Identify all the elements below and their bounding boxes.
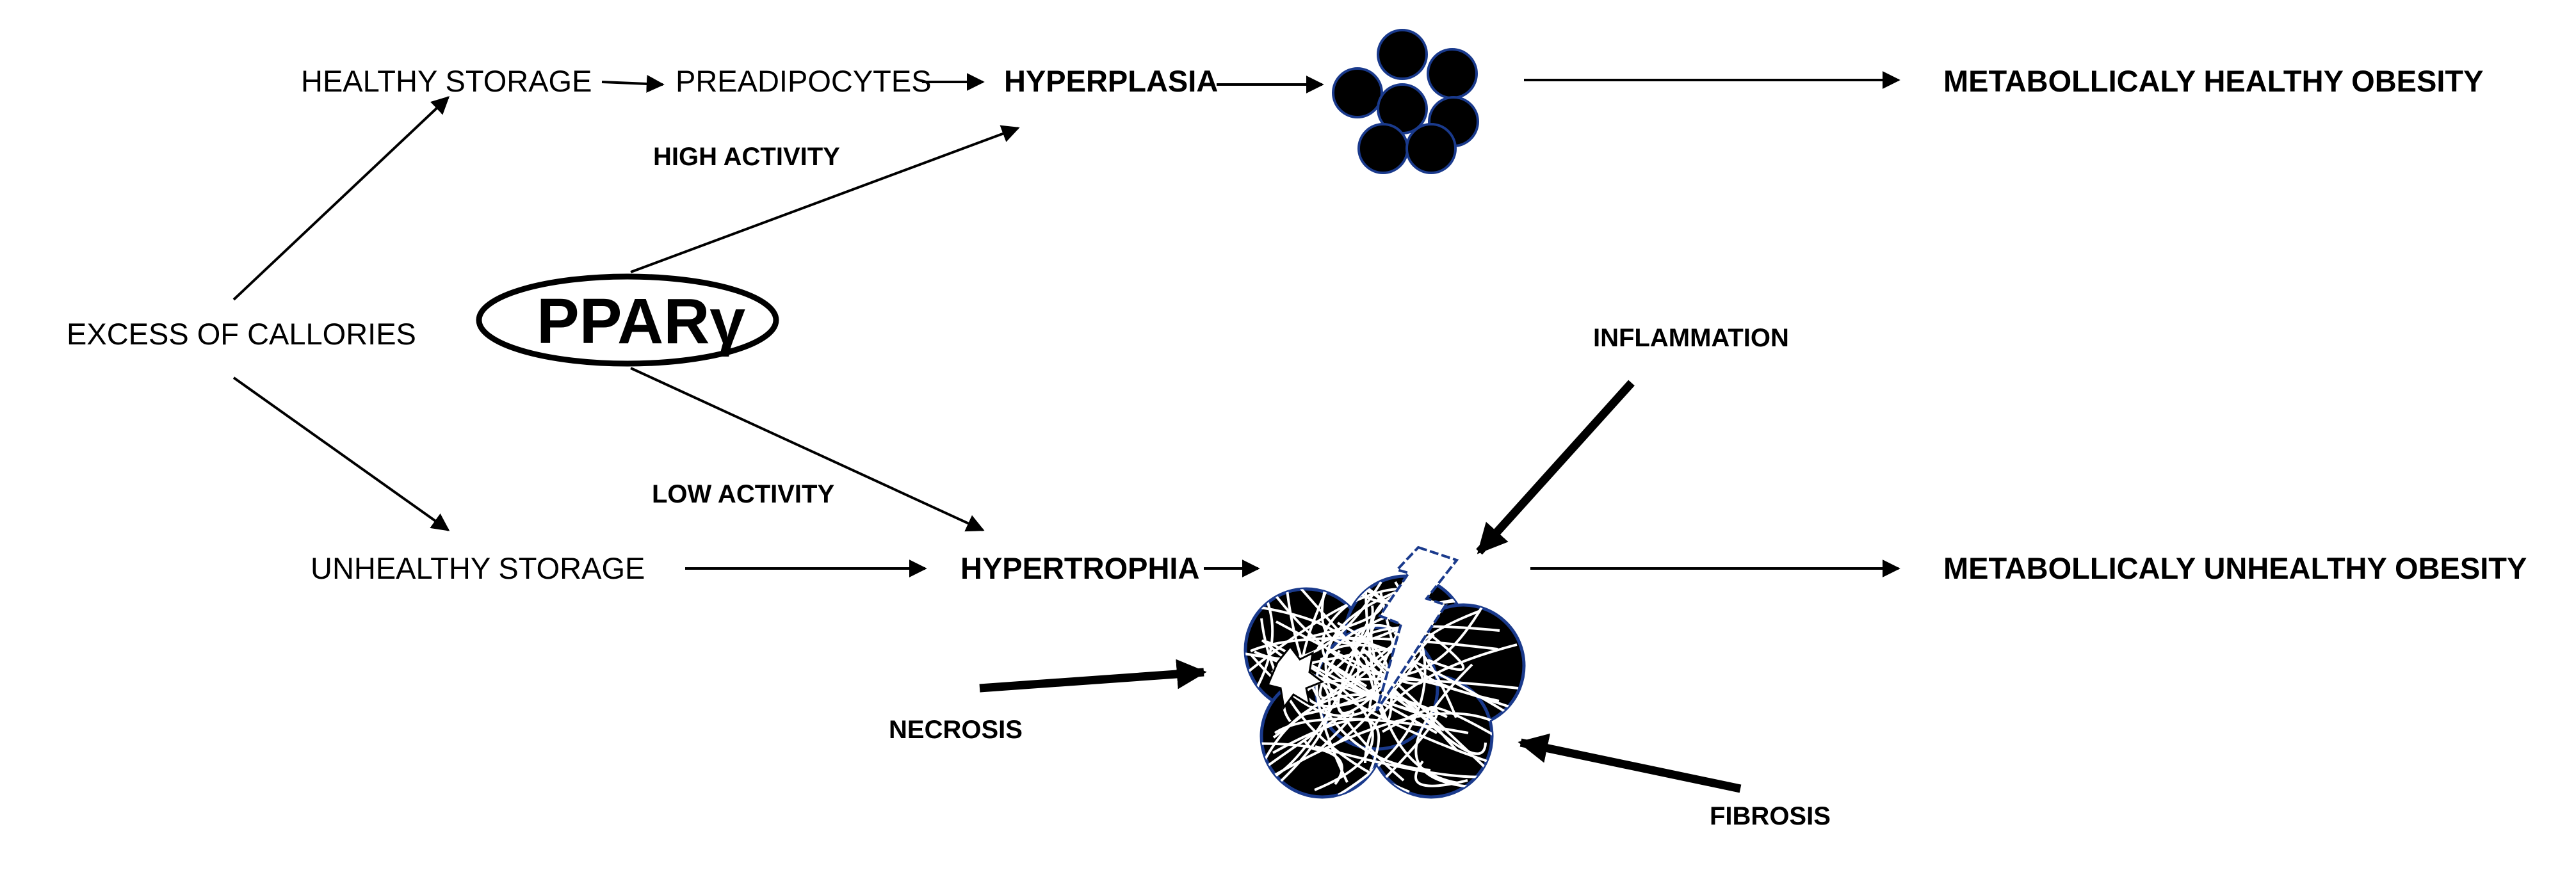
fiber-strand <box>1414 663 1498 789</box>
fiber-strand <box>1315 643 1416 783</box>
adipocyte <box>1427 48 1478 99</box>
label-excess-calories: EXCESS OF CALLORIES <box>67 317 416 351</box>
arrow-excess-to-unhealthy <box>232 376 450 531</box>
lightning-bolt-icon <box>1375 545 1459 712</box>
arrow-excess-to-healthy <box>232 96 450 301</box>
thin-arrows <box>232 71 1900 577</box>
thick-arrows <box>979 380 1742 793</box>
arrow-healthy-to-preadipocytes <box>601 74 665 93</box>
fiber-strand <box>1364 643 1518 764</box>
healthy-adipocyte-cluster <box>1332 29 1479 174</box>
arrow-necrosis <box>979 659 1207 693</box>
fiber-strand <box>1259 576 1486 677</box>
arrow-ppar-high-activity <box>630 125 1020 273</box>
fiber-strand <box>1306 605 1374 691</box>
fiber-strand <box>1316 636 1508 714</box>
fiber-strand <box>1368 602 1423 713</box>
ppar-ellipse <box>476 273 779 367</box>
label-preadipocytes: PREADIPOCYTES <box>676 64 932 98</box>
fiber-strand <box>1365 589 1459 784</box>
adipocyte <box>1405 123 1457 174</box>
adipocyte <box>1332 67 1383 118</box>
arrow-inflammation <box>1476 380 1635 555</box>
fiber-strand <box>1245 742 1343 785</box>
fiber-strand <box>1284 576 1487 755</box>
adipocyte <box>1377 29 1428 80</box>
label-inflammation: INFLAMMATION <box>1593 324 1789 352</box>
arrow-fibrosis <box>1518 733 1742 793</box>
label-fibrosis: FIBROSIS <box>1710 802 1831 830</box>
necrotic-spot <box>1266 645 1325 710</box>
label-unhealthy-storage: UNHEALTHY STORAGE <box>311 551 645 585</box>
label-unhealthy-obesity: METABOLLICALY UNHEALTHY OBESITY <box>1943 551 2527 585</box>
label-high-activity: HIGH ACTIVITY <box>653 143 840 171</box>
label-healthy-storage: HEALTHY STORAGE <box>301 64 592 98</box>
unhealthy-adipocyte-cluster <box>1243 574 1526 799</box>
label-low-activity: LOW ACTIVITY <box>652 480 835 508</box>
label-ppar-gamma: PPARγ <box>537 286 746 357</box>
fiber-strand <box>1324 583 1418 782</box>
label-healthy-obesity: METABOLLICALY HEALTHY OBESITY <box>1943 64 2484 98</box>
label-hypertrophia: HYPERTROPHIA <box>960 551 1200 585</box>
label-necrosis: NECROSIS <box>889 716 1023 744</box>
label-hyperplasia: HYPERPLASIA <box>1004 64 1219 98</box>
arrow-ppar-low-activity <box>630 367 985 532</box>
adipocyte <box>1357 123 1409 174</box>
